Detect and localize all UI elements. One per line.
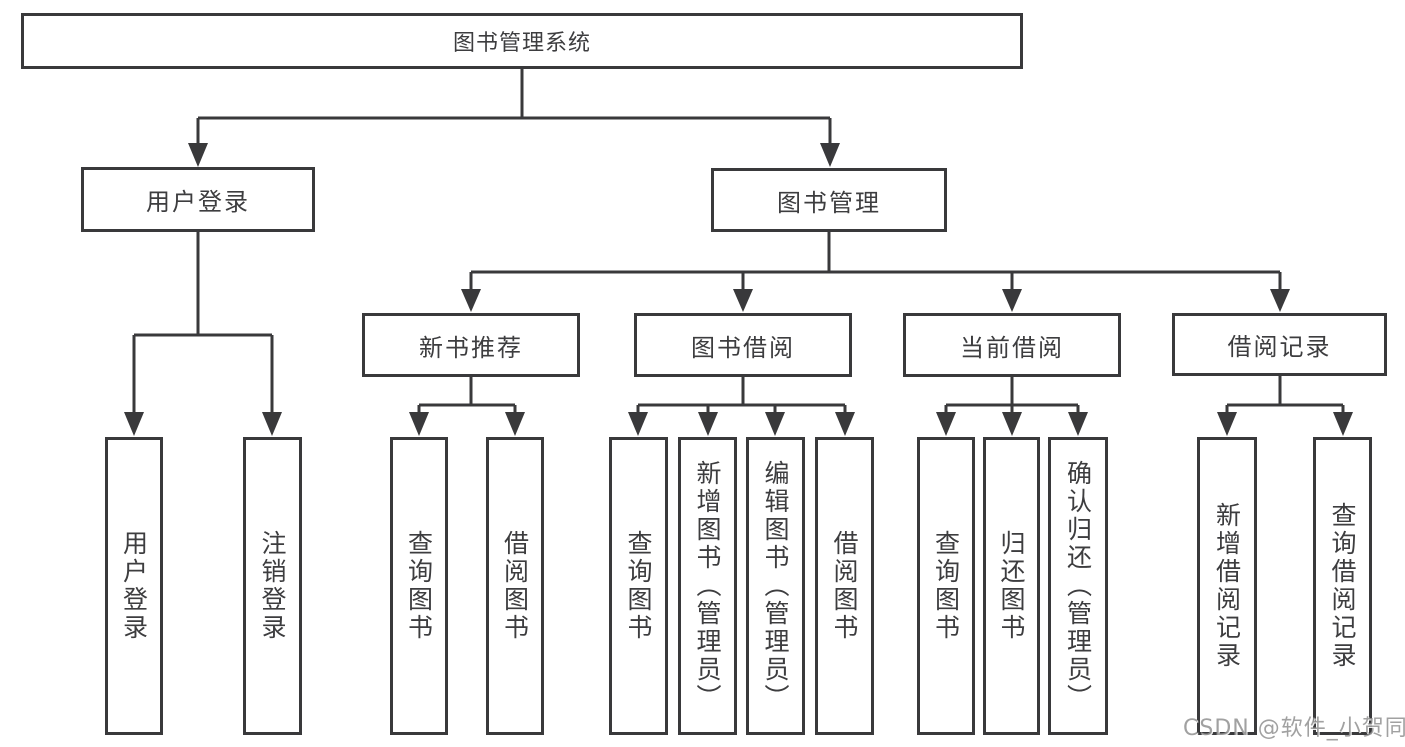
- leaf-query-borrow-record: 查询借阅记录: [1313, 437, 1372, 735]
- leaf-add-borrow-record: 新增借阅记录: [1197, 437, 1257, 735]
- node-new-book-recommend: 新书推荐: [362, 313, 580, 377]
- leaf-confirm-return-admin: 确认归还（管理员）: [1048, 437, 1108, 735]
- node-current-borrow: 当前借阅: [903, 313, 1121, 377]
- leaf-add-book-admin: 新增图书（管理员）: [678, 437, 737, 735]
- leaf-user-login: 用户登录: [105, 437, 163, 735]
- node-root: 图书管理系统: [21, 13, 1023, 69]
- node-user-login: 用户登录: [81, 167, 315, 232]
- csdn-watermark: CSDN @软件_小贺同学: [1183, 716, 1405, 741]
- leaf-return-book: 归还图书: [983, 437, 1040, 735]
- node-book-management: 图书管理: [711, 168, 947, 232]
- leaf-query-book-recommend: 查询图书: [390, 437, 448, 735]
- node-borrow-records: 借阅记录: [1172, 313, 1387, 376]
- leaf-logout: 注销登录: [243, 437, 302, 735]
- leaf-query-book-borrow: 查询图书: [609, 437, 668, 735]
- leaf-borrow-book: 借阅图书: [815, 437, 874, 735]
- leaf-borrow-book-recommend: 借阅图书: [486, 437, 544, 735]
- leaf-query-book-current: 查询图书: [917, 437, 975, 735]
- leaf-edit-book-admin: 编辑图书（管理员）: [746, 437, 805, 735]
- node-book-borrow: 图书借阅: [634, 313, 852, 377]
